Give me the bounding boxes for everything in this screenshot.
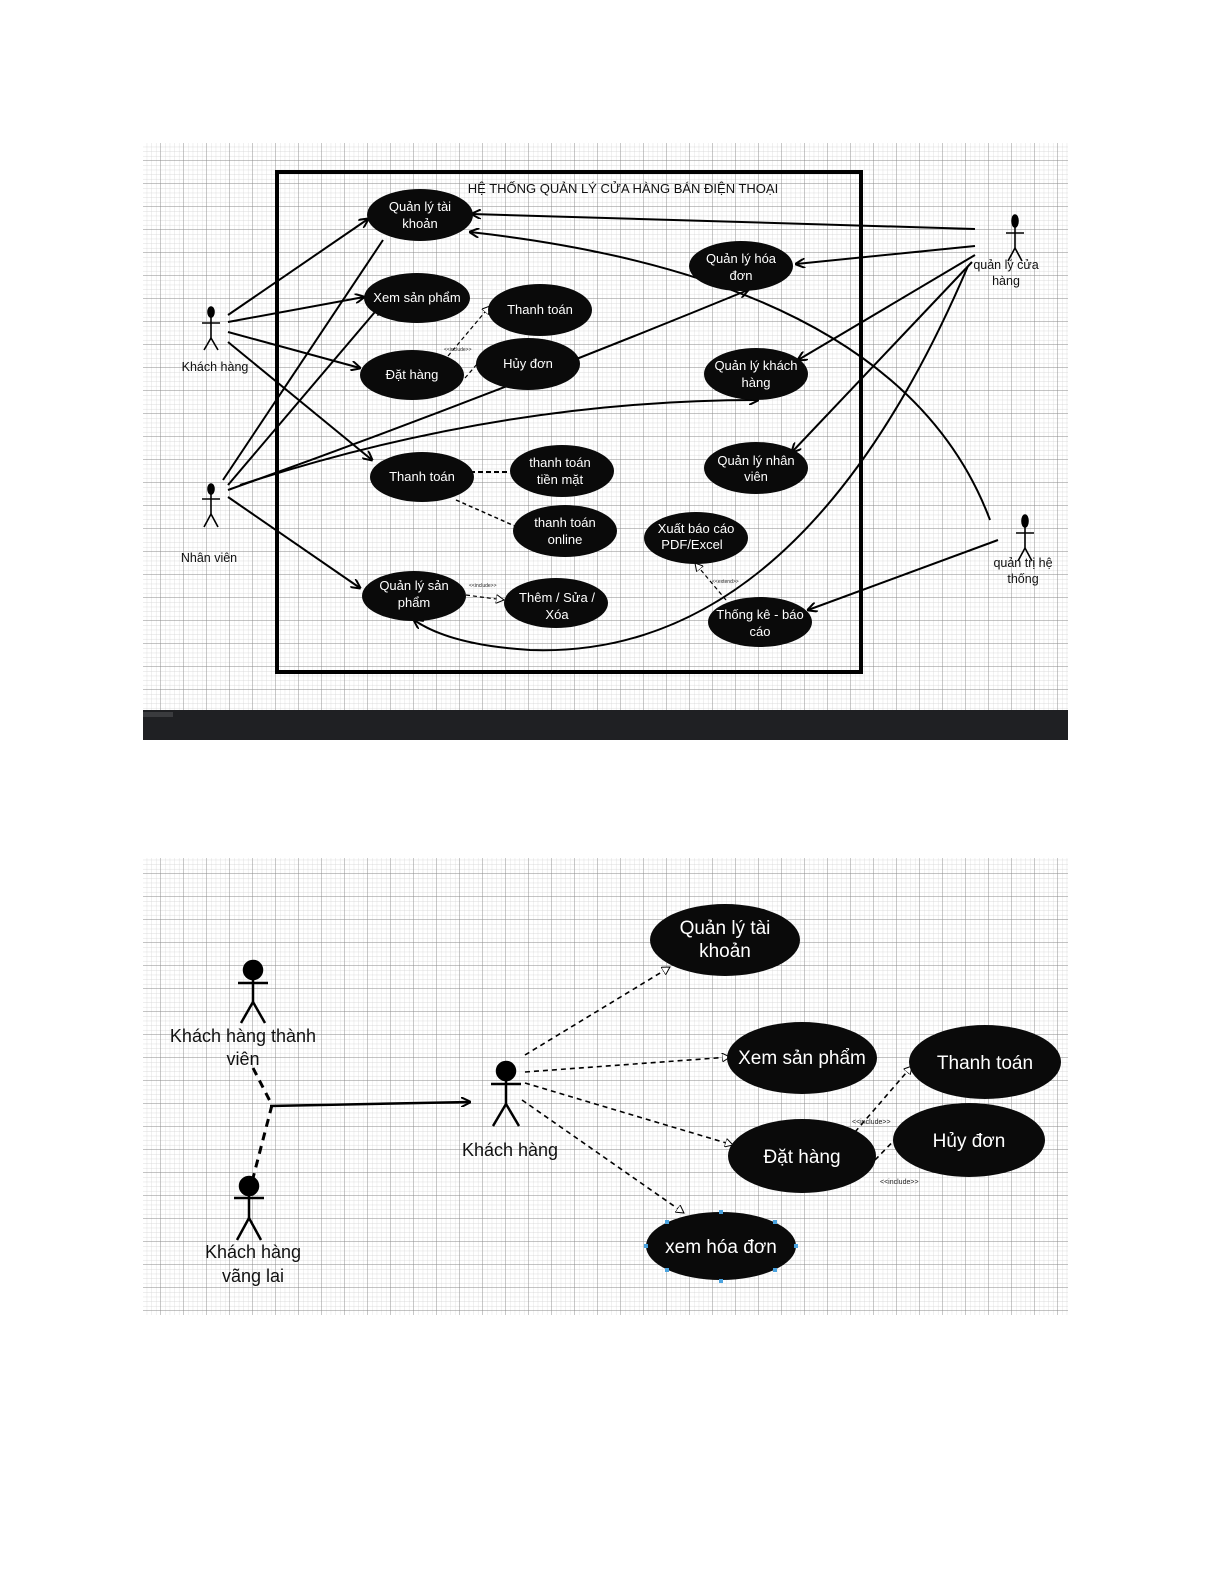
include-label: <<include>> [880,1179,919,1186]
actor-label: quản trị hệ [993,556,1052,570]
editor-bottom-bar [143,710,1068,740]
actor-label: Khách hàng [462,1140,558,1160]
usecase-label: khoản [699,941,751,962]
usecase-thanh-toan[interactable]: Thanh toán [909,1025,1061,1099]
usecase-label: khoản [402,216,437,231]
usecase-label: online [548,532,583,547]
usecase-label: thanh toán [529,455,590,470]
actor-khach-hang[interactable]: Khách hàng [462,1060,558,1160]
usecase-label: PDF/Excel [661,537,723,552]
stereotype-labels: <<include>> <<include>> <<extend>> [444,347,739,589]
usecase-quan-ly-tai-khoan[interactable]: Quản lý tài khoản [367,189,473,241]
usecase-label: Xóa [545,607,569,622]
actor-quan-tri-he-thong[interactable]: quản trị hệ thống [993,514,1053,586]
usecase-label: Quản lý sản [379,578,448,593]
usecase-label: Quản lý tài [389,199,451,214]
associations [222,214,999,652]
stick-figure-icon [491,1060,521,1127]
selection-handles[interactable] [644,1210,798,1283]
usecase-label: Hủy đơn [933,1131,1006,1152]
include-label: <<include>> [444,347,472,353]
usecase-thanh-toan-tien-mat[interactable]: thanh toán tiền mặt [510,445,614,497]
usecase-label: cáo [750,624,771,639]
usecase-label: Đặt hàng [386,367,439,382]
usecase-label: phẩm [398,595,431,610]
usecase-dat-hang[interactable]: Đặt hàng [728,1119,876,1193]
usecase-label: viên [744,469,768,484]
generalization [251,1067,470,1179]
usecase-label: Thanh toán [937,1053,1033,1074]
stick-figure-icon [234,1175,264,1241]
usecase-label: thanh toán [534,515,595,530]
usecase-label: đơn [730,268,753,283]
usecase-thanh-toan-online[interactable]: thanh toán online [513,505,617,557]
usecase-label: Xuất báo cáo [658,521,735,536]
usecase-thanh-toan-top[interactable]: Thanh toán [488,284,592,336]
stick-figure-icon [238,959,268,1024]
associations [521,966,914,1214]
actor-label: quản lý cửa [973,258,1038,272]
actor-quan-ly-cua-hang[interactable]: quản lý cửa hàng [973,214,1039,288]
include-label: <<include>> [469,583,497,589]
usecase-label: Quản lý tài [680,918,771,939]
grid-background [143,858,1068,1315]
actor-khach-hang-vang-lai[interactable]: Khách hàng vãng lai [205,1175,301,1286]
usecase-quan-ly-san-pham[interactable]: Quản lý sản phẩm [362,571,466,621]
usecase-label: Thêm / Sửa / [519,590,595,605]
usecase-label: Quản lý khách [714,358,797,373]
usecase-them-sua-xoa[interactable]: Thêm / Sửa / Xóa [504,578,608,628]
extend-label: <<extend>> [712,579,739,585]
usecase-thong-ke-bao-cao[interactable]: Thống kê - báo cáo [708,597,812,647]
actor-label: Khách hàng [182,360,249,374]
stick-figure-icon [1006,214,1024,262]
actor-label: Khách hàng thành [170,1026,316,1046]
include-label: <<include>> [852,1119,891,1126]
actor-label: thống [1007,572,1038,586]
actor-label: vãng lai [222,1266,284,1286]
usecase-xem-san-pham[interactable]: Xem sản phẩm [727,1022,877,1094]
stick-figure-icon [202,483,220,528]
grid-background [143,143,1068,710]
diagram-2: Khách hàng thành viên Khách hàng vãng la… [143,858,1068,1315]
usecase-label: Đặt hàng [763,1147,840,1168]
actor-khach-hang[interactable]: Khách hàng [182,306,249,374]
usecase-xem-san-pham[interactable]: Xem sản phẩm [364,273,470,323]
usecase-thanh-toan[interactable]: Thanh toán [370,452,474,502]
stereotype-labels: <<include>> <<include>> [852,1119,919,1186]
usecase-label: tiền mặt [537,472,584,487]
usecase-label: Thanh toán [389,469,455,484]
usecase-xem-hoa-don[interactable]: xem hóa đơn [644,1210,798,1283]
usecase-label: Xem sản phẩm [738,1048,866,1069]
usecase-label: Xem sản phẩm [373,290,460,305]
system-title: HỆ THỐNG QUẢN LÝ CỬA HÀNG BÁN ĐIỆN THOẠI [468,181,778,196]
usecase-huy-don[interactable]: Hủy đơn [893,1103,1045,1177]
usecase-huy-don[interactable]: Hủy đơn [476,338,580,390]
actor-label: Khách hàng [205,1242,301,1262]
actor-label: viên [226,1049,259,1069]
system-boundary [275,170,863,674]
usecase-label: hàng [742,375,771,390]
usecase-label: Hủy đơn [503,356,553,371]
stick-figure-icon [1016,514,1034,562]
stick-figure-icon [202,306,220,351]
usecase-label: xem hóa đơn [665,1237,777,1258]
actor-nhan-vien[interactable]: Nhân viên [181,483,237,565]
usecase-label: Thống kê - báo [716,607,803,622]
usecase-quan-ly-hoa-don[interactable]: Quản lý hóa đơn [689,241,793,291]
actor-label: hàng [992,274,1020,288]
diagram-1: HỆ THỐNG QUẢN LÝ CỬA HÀNG BÁN ĐIỆN THOẠI [143,143,1068,740]
usecase-dat-hang[interactable]: Đặt hàng [360,350,464,400]
actor-label: Nhân viên [181,551,237,565]
usecase-label: Quản lý hóa [706,251,777,266]
usecase-label: Quản lý nhân [717,453,794,468]
usecase-label: Thanh toán [507,302,573,317]
actor-khach-hang-thanh-vien[interactable]: Khách hàng thành viên [170,959,316,1069]
usecase-quan-ly-khach-hang[interactable]: Quản lý khách hàng [704,348,808,400]
